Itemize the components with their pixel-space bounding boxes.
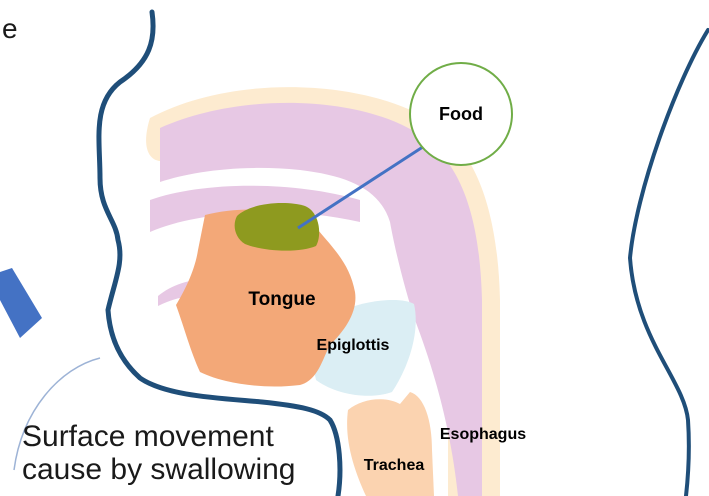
food-bolus — [235, 203, 320, 251]
caption-line-1: Surface movement — [22, 420, 295, 453]
epiglottis-label: Epiglottis — [317, 337, 390, 354]
swallowing-caption: Surface movement cause by swallowing — [22, 420, 295, 486]
tongue-label: Tongue — [248, 289, 315, 310]
food-label: Food — [439, 104, 483, 124]
trachea-shape — [347, 392, 434, 496]
esophagus-label: Esophagus — [440, 426, 526, 443]
neck-back-outline — [630, 30, 708, 496]
caption-line-2: cause by swallowing — [22, 453, 295, 486]
trachea-label: Trachea — [364, 457, 425, 474]
blue-arrow-icon — [0, 268, 42, 338]
corner-text-fragment: e — [2, 13, 18, 44]
